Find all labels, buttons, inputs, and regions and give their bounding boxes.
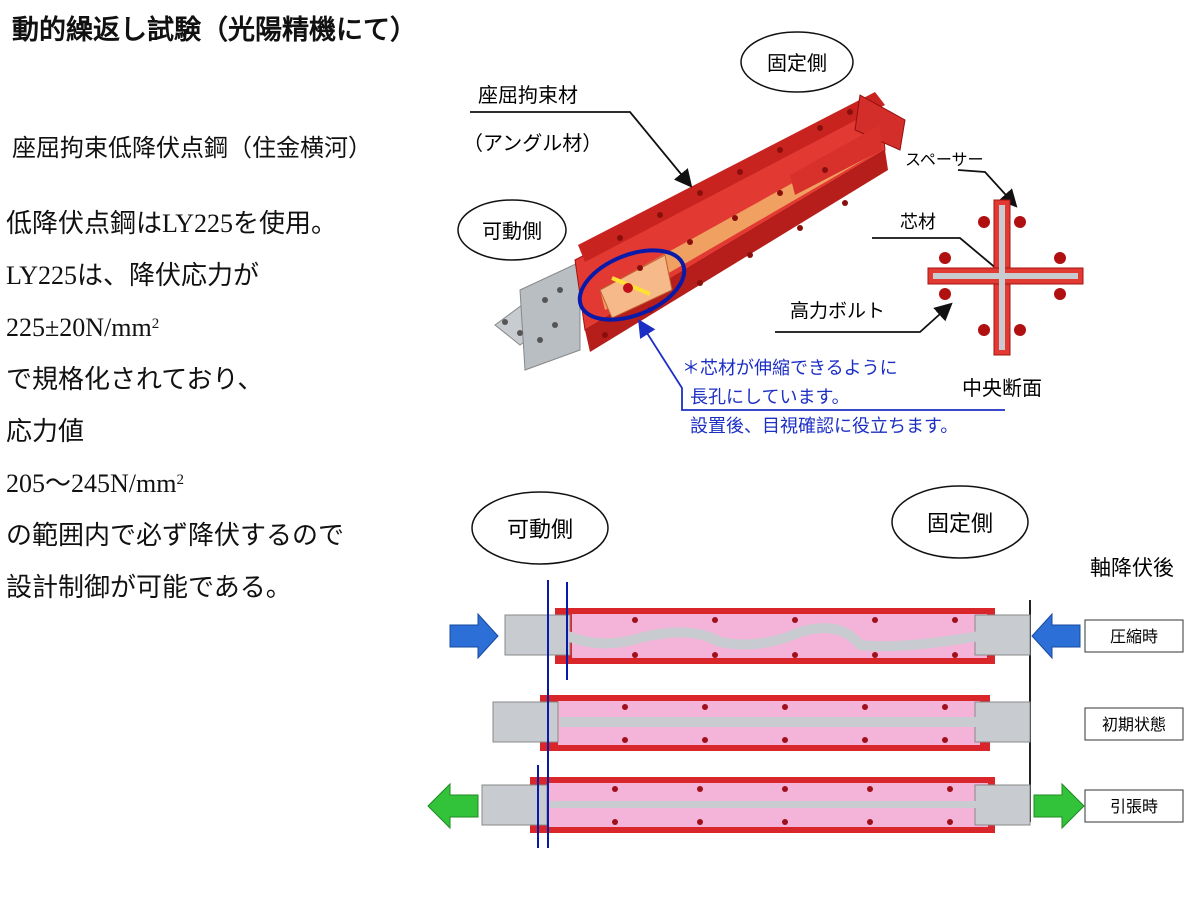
movable-side-label-bottom: 可動側 (507, 518, 573, 543)
description-line: で規格化されており、 (6, 365, 264, 394)
superscript-2: 2 (176, 472, 184, 488)
description-line: 205～245N/mm2 (6, 458, 344, 510)
section-label: 中央断面 (962, 376, 1042, 400)
brace-row-initial: 初期状態 (492, 695, 1184, 751)
buckling-restraint-label: 座屈拘束材 (478, 83, 578, 107)
top-callouts: 固定側 可動側 座屈拘束材 （アングル材） スペーサー 芯材 高力ボルト 中央断… (457, 31, 1042, 437)
tension-arrow-left (427, 782, 479, 830)
description-line: 応力値 (6, 417, 85, 446)
angle-material-label: （アングル材） (463, 131, 602, 155)
page-title: 動的繰返し試験（光陽精機にて） (12, 15, 417, 46)
cross-section-illustration (927, 199, 1084, 356)
displacement-markers (537, 580, 568, 848)
description-line: LY225は、降伏応力が (6, 261, 260, 290)
tension-arrow-right (1033, 782, 1085, 830)
description-line: 225±20N/mm2 (6, 302, 344, 354)
tension-label: 引張時 (1110, 797, 1158, 816)
compression-arrow-right (1031, 612, 1081, 660)
initial-label: 初期状態 (1102, 715, 1166, 734)
brace-row-compression: 圧縮時 (449, 608, 1184, 664)
material-subtitle: 座屈拘束低降伏点鋼（住金横河） (12, 134, 372, 162)
bolt-label: 高力ボルト (790, 300, 885, 322)
description-line: 低降伏点鋼はLY225を使用。 (6, 209, 338, 238)
brace-row-tension: 引張時 (427, 777, 1184, 833)
note-line-2: 長孔にしています。 (690, 387, 850, 408)
superscript-2: 2 (151, 316, 160, 332)
description-block: 低降伏点鋼はLY225を使用。 LY225は、降伏応力が 225±20N/mm2… (6, 198, 344, 614)
fixed-side-label-bottom: 固定側 (927, 512, 993, 537)
core-label: 芯材 (900, 212, 936, 233)
movable-side-label-top: 可動側 (482, 219, 542, 243)
bottom-callouts: 可動側 固定側 軸降伏後 (471, 485, 1174, 580)
fixed-side-label-top: 固定側 (767, 51, 827, 75)
post-yield-label: 軸降伏後 (1090, 556, 1174, 580)
stress-limit-value: 205～245N/mm (6, 469, 177, 498)
compression-arrow-left (449, 612, 499, 660)
brace-3d-illustration (494, 92, 906, 371)
note-line-3: 設置後、目視確認に役立ちます。 (690, 416, 958, 437)
compression-label: 圧縮時 (1110, 627, 1158, 646)
description-line: の範囲内で必ず降伏するので (6, 521, 345, 550)
note-line-1: ＊芯材が伸縮できるように (682, 358, 898, 379)
stress-range-value: 225±20N/mm (6, 313, 152, 342)
description-line: 設計制御が可能である。 (6, 573, 292, 602)
spacer-label: スペーサー (905, 150, 984, 169)
